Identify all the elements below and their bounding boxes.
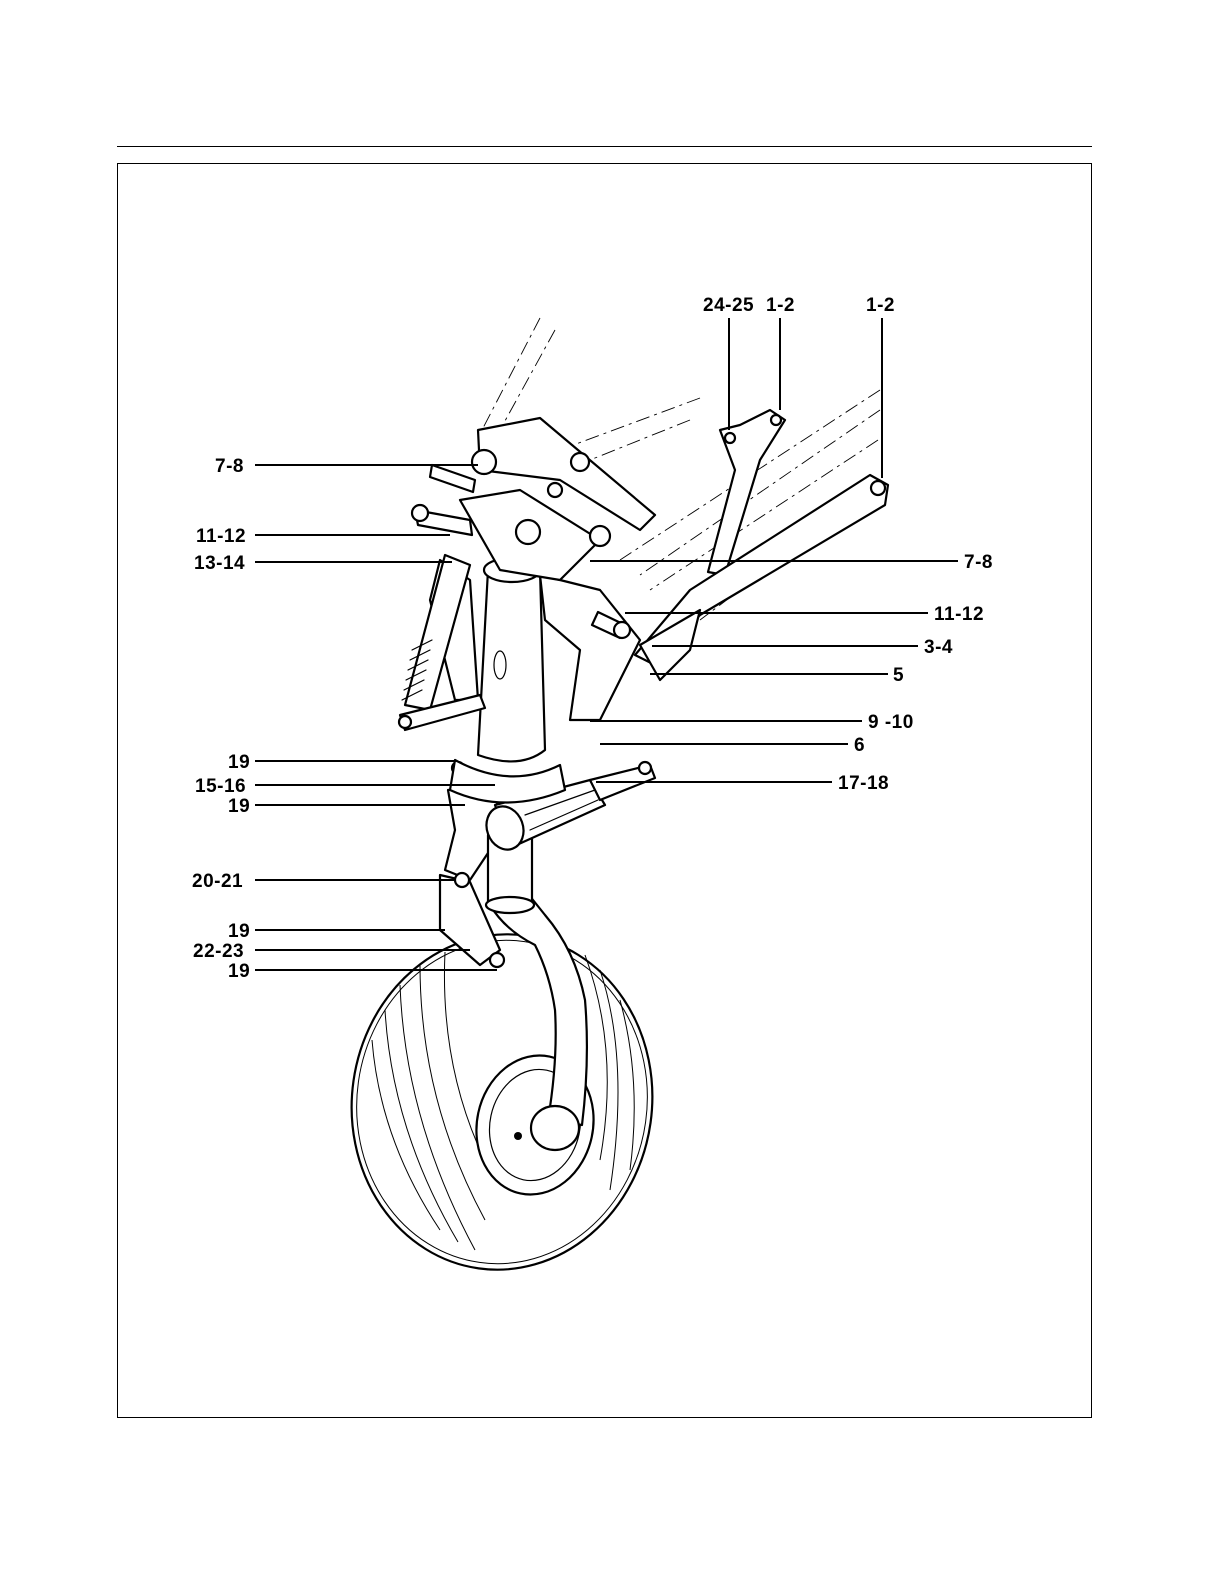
callout-13-14: 13-14 — [194, 553, 245, 574]
callout-17-18: 17-18 — [838, 773, 889, 794]
callout-19-d: 19 — [228, 961, 250, 982]
mounting-plate — [460, 418, 655, 580]
callout-7-8-right: 7-8 — [964, 552, 993, 573]
callout-3-4: 3-4 — [924, 637, 953, 658]
callout-7-8-left: 7-8 — [215, 456, 244, 477]
callout-15-16: 15-16 — [195, 776, 246, 797]
callout-22-23: 22-23 — [193, 941, 244, 962]
callout-20-21: 20-21 — [192, 871, 243, 892]
callout-1-2-lower-brace: 1-2 — [866, 295, 895, 316]
callout-11-12-left: 11-12 — [196, 526, 246, 547]
callout-5: 5 — [893, 665, 904, 686]
callout-19-b: 19 — [228, 796, 250, 817]
callout-9-10: 9 -10 — [868, 712, 914, 733]
callout-6: 6 — [854, 735, 865, 756]
drag-brace-lower — [635, 475, 888, 680]
callout-19-a: 19 — [228, 752, 250, 773]
callout-24-25: 24-25 — [703, 295, 754, 316]
callout-11-12-right: 11-12 — [934, 604, 984, 625]
callout-1-2-upper-brace: 1-2 — [766, 295, 795, 316]
callout-19-c: 19 — [228, 921, 250, 942]
